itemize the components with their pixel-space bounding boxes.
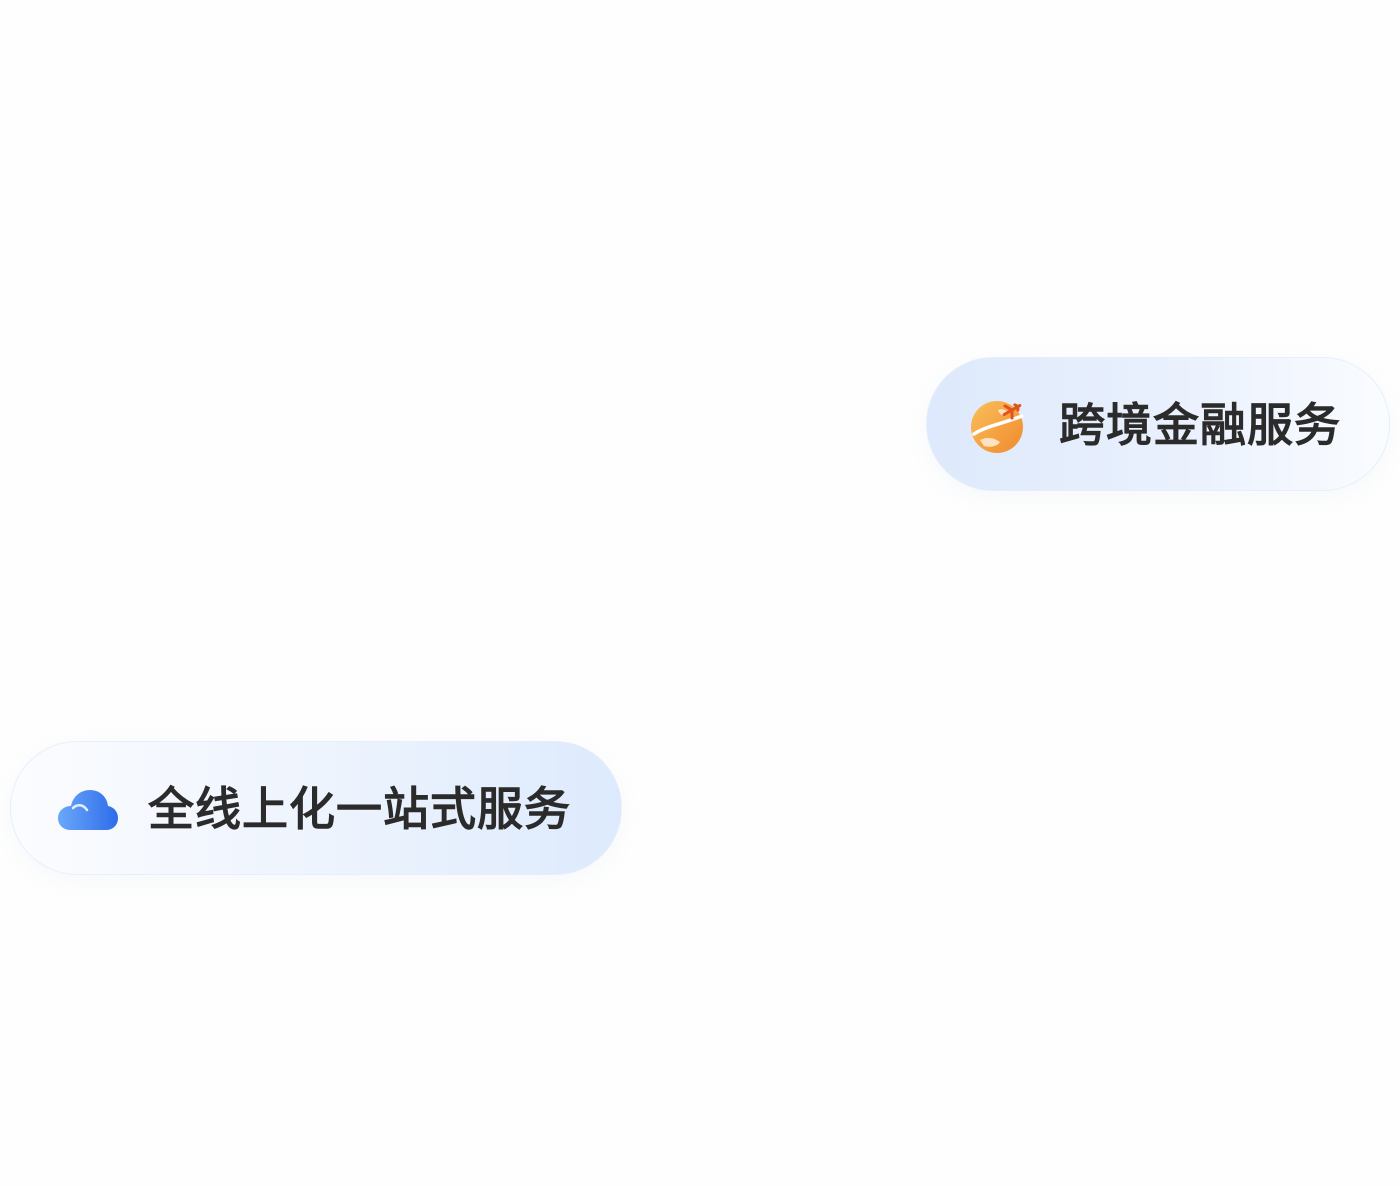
badge-label: 跨境金融服务 — [1059, 398, 1341, 452]
globe-plane-icon — [971, 401, 1024, 453]
online-one-stop-service-badge: 全线上化一站式服务 — [10, 741, 622, 875]
cross-border-finance-badge: 跨境金融服务 — [926, 357, 1390, 491]
cloud-icon — [58, 790, 118, 830]
badge-label: 全线上化一站式服务 — [148, 782, 571, 836]
